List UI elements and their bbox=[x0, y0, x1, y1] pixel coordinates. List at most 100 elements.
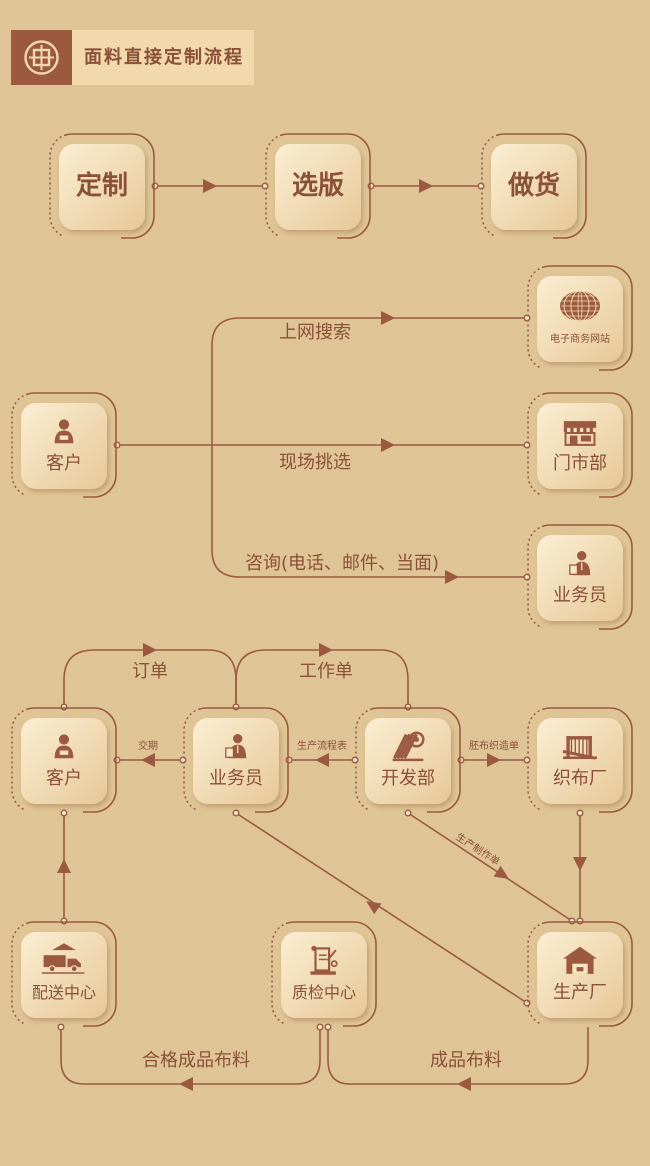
node-quality-center-label: 质检中心 bbox=[292, 983, 356, 1002]
connector-dot bbox=[576, 809, 584, 817]
edge-label-consult: 咨询(电话、邮件、当面) bbox=[245, 553, 439, 574]
node-development: 开发部 bbox=[355, 707, 461, 813]
storefront-icon bbox=[563, 421, 597, 446]
scroll-icon bbox=[310, 945, 338, 975]
connector-dot bbox=[60, 703, 68, 711]
truck-icon bbox=[41, 943, 85, 974]
connector-dot bbox=[113, 756, 121, 764]
arrow-head bbox=[381, 438, 395, 452]
node-custom-label: 定制 bbox=[76, 170, 128, 201]
edge-label-qualified-fabric: 合格成品布料 bbox=[142, 1050, 250, 1071]
node-salesperson-label: 业务员 bbox=[209, 768, 263, 789]
arrow-head bbox=[143, 643, 157, 657]
arrow-head bbox=[315, 753, 329, 767]
node-production-factory-label: 生产厂 bbox=[553, 982, 607, 1003]
connector-dot bbox=[523, 999, 531, 1007]
edge-factory-sales bbox=[235, 812, 528, 1004]
arrow-head bbox=[203, 179, 217, 193]
node-weaving-factory-label: 织布厂 bbox=[553, 768, 607, 789]
node-production-factory: 生产厂 bbox=[527, 921, 633, 1027]
edge-label-online-search: 上网搜索 bbox=[279, 322, 351, 343]
person-icon bbox=[54, 734, 74, 759]
arrow-head bbox=[319, 643, 333, 657]
connector-dot bbox=[151, 182, 159, 190]
connector-dot bbox=[60, 917, 68, 925]
node-distribution-center-label: 配送中心 bbox=[32, 983, 96, 1002]
salesperson-icon bbox=[569, 550, 591, 576]
arrow-head bbox=[445, 570, 459, 584]
edge-dev-factory bbox=[407, 812, 573, 922]
node-ecommerce-site-label: 电子商务网站 bbox=[550, 332, 610, 345]
connector-dot bbox=[523, 314, 531, 322]
node-make-goods: 做货 bbox=[481, 133, 587, 239]
edge-label-finished-fabric: 成品布料 bbox=[430, 1050, 502, 1071]
connector-dot bbox=[523, 441, 531, 449]
connector-dot bbox=[324, 1023, 332, 1031]
factory-icon bbox=[563, 946, 597, 974]
node-customer-label: 客户 bbox=[46, 768, 82, 789]
connector-dot bbox=[179, 756, 187, 764]
arrow-head bbox=[457, 1077, 471, 1091]
title-banner: 面料直接定制流程 bbox=[11, 30, 254, 85]
edge-label-onsite-pick: 现场挑选 bbox=[279, 452, 351, 473]
arrow-head bbox=[381, 311, 395, 325]
connector-dot bbox=[232, 703, 240, 711]
node-customer: 客户 bbox=[11, 707, 117, 813]
person-icon bbox=[54, 419, 74, 444]
node-storefront: 门市部 bbox=[527, 392, 633, 498]
arrow-production-order bbox=[493, 865, 509, 879]
node-storefront-label: 门市部 bbox=[553, 453, 607, 474]
node-select-sample: 选版 bbox=[265, 133, 371, 239]
edge-label-greige-order: 胚布织造单 bbox=[469, 739, 519, 752]
edge-label-order: 订单 bbox=[132, 661, 168, 682]
nodes-layer: 定制选版做货客户电子商务网站门市部业务员客户业务员开发部织布厂配送中心质检中心生… bbox=[11, 133, 633, 1027]
connector-dot bbox=[404, 809, 412, 817]
connector-dot bbox=[404, 703, 412, 711]
node-channel-customer-label: 客户 bbox=[46, 453, 82, 474]
connector-dot bbox=[60, 809, 68, 817]
connector-dot bbox=[316, 1023, 324, 1031]
connector-dot bbox=[523, 573, 531, 581]
salesperson-icon bbox=[225, 733, 247, 759]
node-quality-center: 质检中心 bbox=[271, 921, 377, 1027]
node-weaving-factory: 织布厂 bbox=[527, 707, 633, 813]
arrow-head bbox=[141, 753, 155, 767]
connector-dot bbox=[457, 756, 465, 764]
connector-dot bbox=[285, 756, 293, 764]
connector-dot bbox=[576, 917, 584, 925]
node-development-label: 开发部 bbox=[381, 768, 435, 789]
arrow-head bbox=[57, 859, 71, 873]
edge-label-production-flow: 生产流程表 bbox=[297, 739, 347, 752]
edge-label-work-order: 工作单 bbox=[299, 661, 353, 682]
edge-customer-ecommerce bbox=[211, 317, 527, 445]
arrow-factory-sales bbox=[366, 901, 382, 915]
connector-dot bbox=[232, 809, 240, 817]
loom-icon bbox=[562, 736, 597, 760]
connector-dot bbox=[477, 182, 485, 190]
connector-dot bbox=[57, 1023, 65, 1031]
node-channel-salesperson-label: 业务员 bbox=[553, 585, 607, 606]
connector-dot bbox=[367, 182, 375, 190]
connector-dot bbox=[568, 917, 576, 925]
node-custom: 定制 bbox=[49, 133, 155, 239]
logo-icon bbox=[11, 30, 72, 85]
node-salesperson: 业务员 bbox=[183, 707, 289, 813]
globe-icon bbox=[560, 290, 600, 322]
arrow-head bbox=[419, 179, 433, 193]
arrow-head bbox=[179, 1077, 193, 1091]
node-make-goods-label: 做货 bbox=[507, 170, 560, 201]
fabric-roll-icon bbox=[392, 731, 425, 762]
connector-dot bbox=[523, 756, 531, 764]
connector-dot bbox=[113, 441, 121, 449]
node-channel-salesperson: 业务员 bbox=[527, 524, 633, 630]
page-title: 面料直接定制流程 bbox=[72, 30, 254, 85]
arrow-head bbox=[487, 753, 501, 767]
node-channel-customer: 客户 bbox=[11, 392, 117, 498]
connector-dot bbox=[261, 182, 269, 190]
node-distribution-center: 配送中心 bbox=[11, 921, 117, 1027]
edge-label-delivery-date: 交期 bbox=[138, 739, 158, 752]
edge-label-production-order: 生产制作单 bbox=[453, 830, 502, 868]
node-select-sample-label: 选版 bbox=[292, 171, 344, 201]
